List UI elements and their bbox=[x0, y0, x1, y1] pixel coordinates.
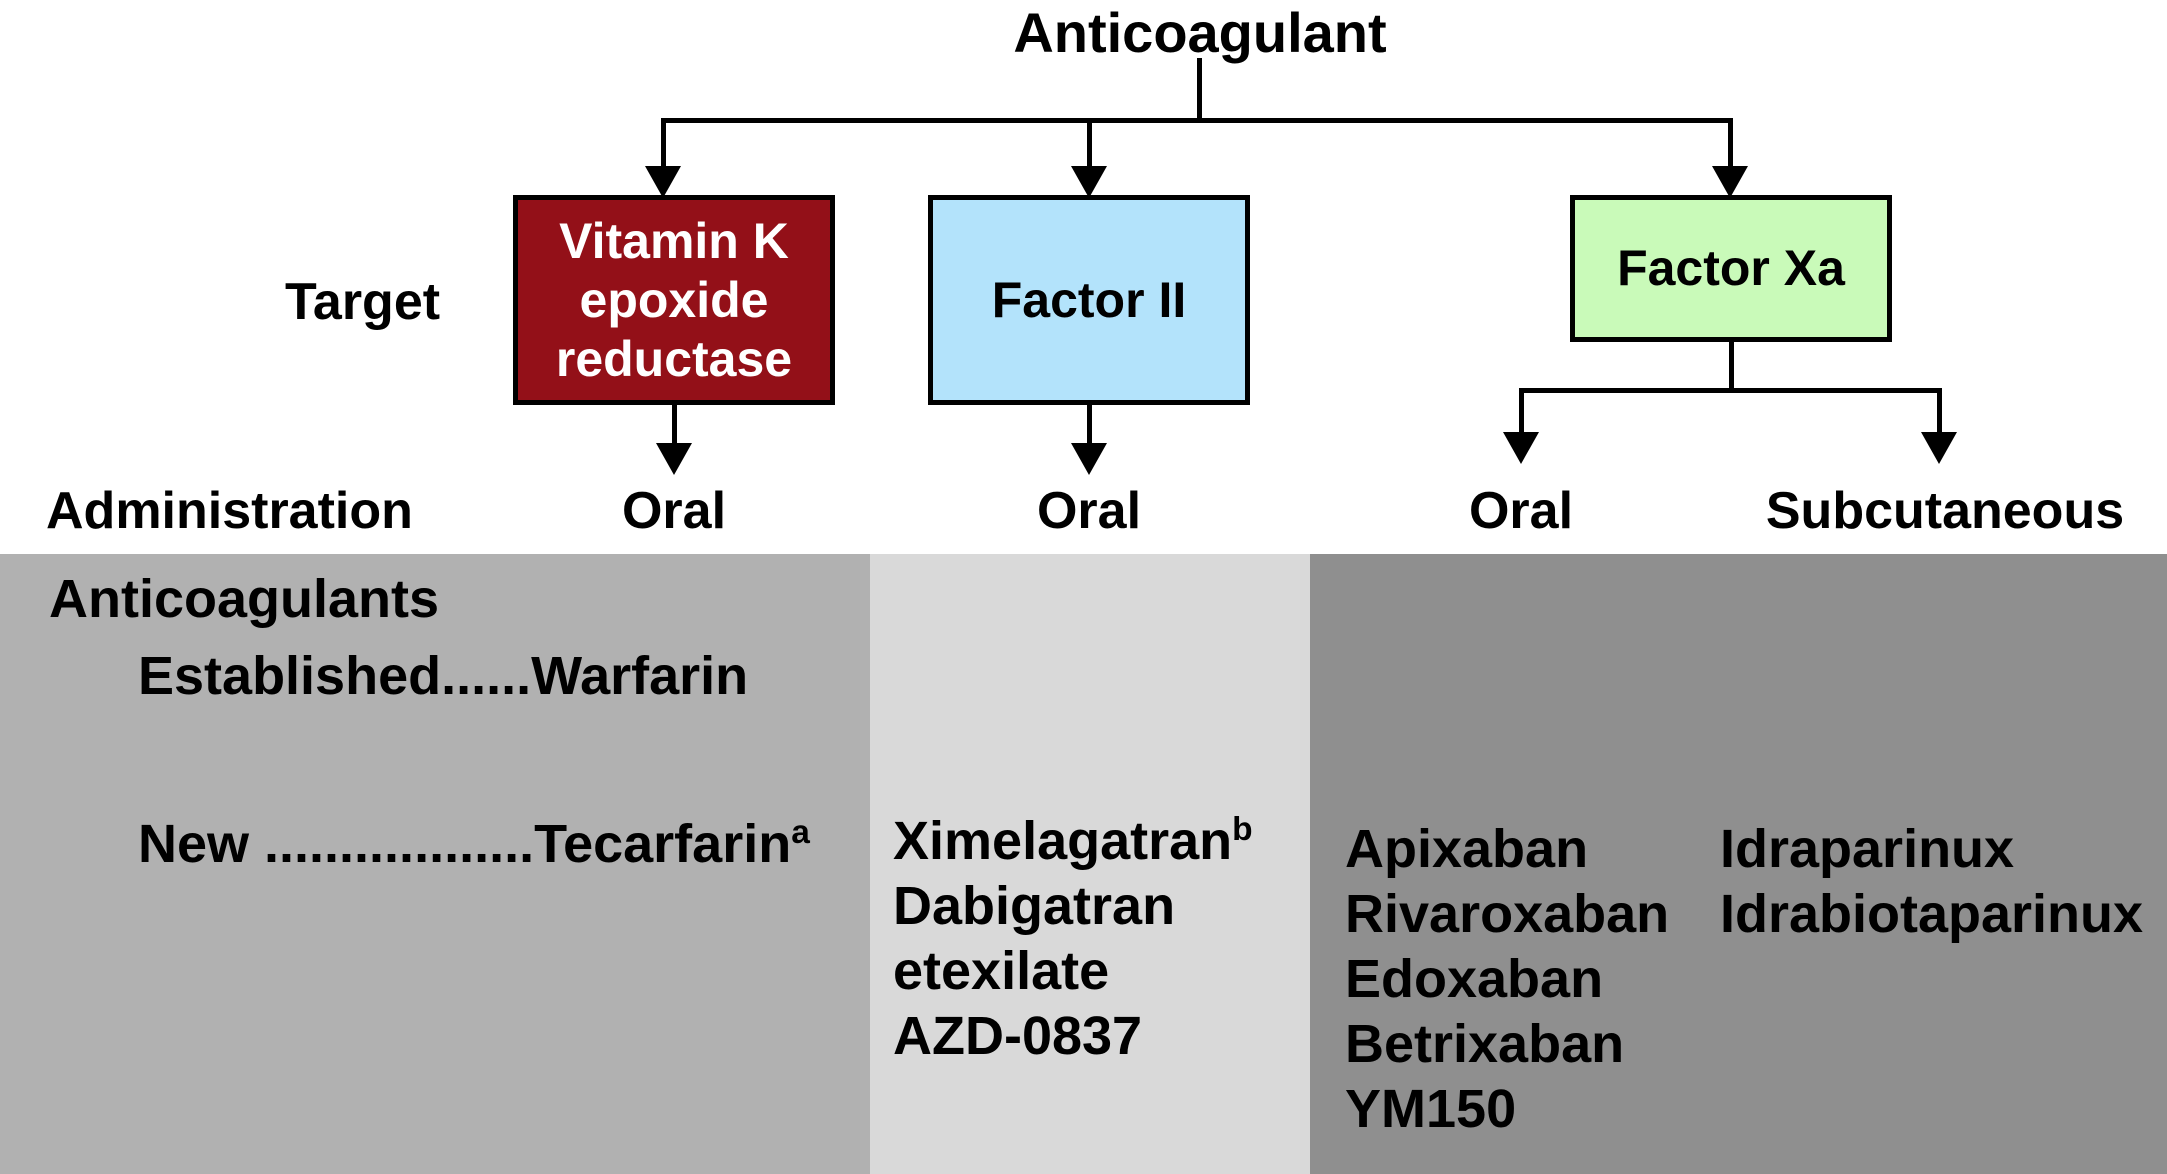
list-item-dabigatran: Dabigatran bbox=[893, 876, 1176, 936]
connector-factor-xa-stem bbox=[1729, 342, 1734, 392]
list-item-idraparinux: Idraparinux bbox=[1720, 819, 2015, 879]
list-item-ym150: YM150 bbox=[1345, 1079, 1517, 1139]
administration-subcutaneous-factor-xa: Subcutaneous bbox=[1765, 482, 2125, 540]
connector-factor-ii-oral-shaft bbox=[1087, 405, 1092, 447]
connector-vitamin-k-shaft bbox=[661, 118, 666, 170]
factor-ii-drug-panel bbox=[870, 554, 1310, 1174]
arrow-down-icon bbox=[1921, 432, 1957, 464]
arrow-down-icon bbox=[656, 443, 692, 475]
diagram-title: Anticoagulant bbox=[1013, 1, 1387, 64]
new-label: New .................. bbox=[138, 814, 535, 874]
administration-row-label: Administration bbox=[46, 482, 413, 540]
warfarin-value: Warfarin bbox=[531, 646, 749, 706]
factor-xa-drug-panel bbox=[1310, 554, 2167, 1174]
ximelagatran-superscript: b bbox=[1232, 811, 1253, 848]
connector-factor-ii-shaft bbox=[1087, 118, 1092, 170]
connector-title-stem bbox=[1197, 58, 1202, 120]
vitamin-k-epoxide-reductase-box: Vitamin K epoxide reductase bbox=[513, 195, 835, 405]
list-item-betrixaban: Betrixaban bbox=[1345, 1014, 1625, 1074]
list-item-rivaroxaban: Rivaroxaban bbox=[1345, 884, 1670, 944]
ximelagatran-text: Ximelagatran bbox=[893, 811, 1233, 871]
administration-oral-factor-xa: Oral bbox=[1468, 482, 1574, 540]
connector-factor-xa-subcutaneous-shaft bbox=[1937, 388, 1942, 436]
arrow-down-icon bbox=[1071, 166, 1107, 198]
vitamin-k-epoxide-reductase-label: Vitamin K epoxide reductase bbox=[555, 212, 793, 387]
factor-ii-label: Factor II bbox=[991, 271, 1187, 328]
tecarfarin-value: Tecarfarin bbox=[534, 814, 792, 874]
anticoagulants-heading: Anticoagulants bbox=[49, 569, 440, 629]
list-item-azd-0837: AZD-0837 bbox=[893, 1006, 1143, 1066]
connector-factor-xa-shaft bbox=[1728, 118, 1733, 170]
established-warfarin-line: Established......Warfarin bbox=[138, 645, 748, 707]
arrow-down-icon bbox=[1503, 432, 1539, 464]
list-item-ximelagatran: Ximelagatranb bbox=[893, 810, 1253, 872]
vitamin-k-drug-panel bbox=[0, 554, 870, 1174]
administration-oral-factor-ii: Oral bbox=[1036, 482, 1142, 540]
established-label: Established...... bbox=[138, 646, 532, 706]
arrow-down-icon bbox=[1712, 166, 1748, 198]
new-tecarfarin-line: New ..................Tecarfarina bbox=[138, 813, 810, 875]
arrow-down-icon bbox=[645, 166, 681, 198]
list-item-edoxaban: Edoxaban bbox=[1345, 949, 1604, 1009]
list-item-etexilate: etexilate bbox=[893, 941, 1110, 1001]
factor-xa-label: Factor Xa bbox=[1617, 240, 1845, 296]
connector-main-branch bbox=[663, 118, 1733, 123]
factor-xa-box: Factor Xa bbox=[1570, 195, 1892, 342]
list-item-apixaban: Apixaban bbox=[1345, 819, 1589, 879]
factor-ii-box: Factor II bbox=[928, 195, 1250, 405]
arrow-down-icon bbox=[1071, 443, 1107, 475]
tecarfarin-superscript: a bbox=[791, 814, 810, 851]
list-item-idrabiotaparinux: Idrabiotaparinux bbox=[1720, 884, 2144, 944]
connector-vitamin-k-oral-shaft bbox=[672, 405, 677, 447]
target-row-label: Target bbox=[285, 273, 441, 331]
administration-oral-vitamin-k: Oral bbox=[621, 482, 727, 540]
connector-factor-xa-oral-shaft bbox=[1519, 388, 1524, 436]
connector-factor-xa-branch bbox=[1519, 388, 1941, 393]
